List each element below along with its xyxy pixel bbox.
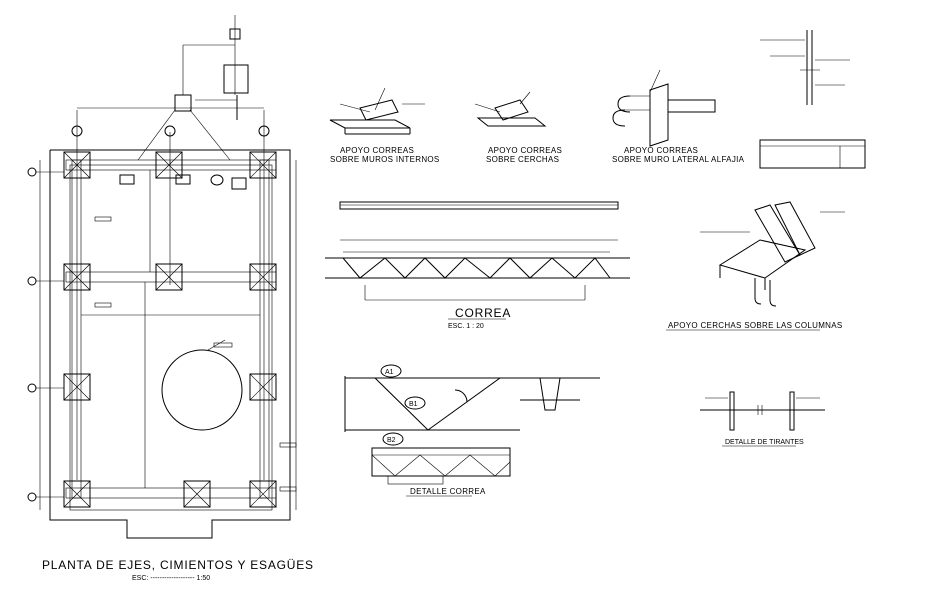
plan-title: PLANTA DE EJES, CIMIENTOS Y ESAGÜES	[42, 558, 314, 572]
detail-seccion	[759, 30, 866, 169]
septic-box	[223, 64, 249, 94]
detail-apoyo-lateral	[612, 69, 716, 147]
drain-lines	[76, 15, 265, 480]
label-apoyo-cerchas-1: APOYO CORREAS	[488, 146, 562, 155]
label-apoyo-internos-1: APOYO CORREAS	[340, 146, 414, 155]
label-correa: CORREA	[455, 306, 511, 320]
label-apoyo-cerchas-2: SOBRE CERCHAS	[486, 155, 559, 164]
marker-b1: B1	[409, 401, 418, 408]
detail-tirantes	[700, 391, 825, 431]
detail-apoyo-cerchas	[474, 91, 547, 127]
label-apoyo-lateral-2: SOBRE MURO LATERAL ALFAJIA	[612, 155, 745, 164]
label-detalle-correa: DETALLE CORREA	[410, 487, 486, 496]
inspection-box	[174, 94, 192, 112]
label-apoyo-columnas: APOYO CERCHAS SOBRE LAS COLUMNAS	[668, 321, 843, 330]
label-apoyo-lateral-1: APOYO CORREAS	[624, 146, 698, 155]
inner-frame	[69, 164, 273, 511]
label-correa-scale: ESC. 1 : 20	[448, 323, 484, 330]
detail-apoyo-columnas	[700, 201, 845, 307]
legend-table	[759, 139, 866, 169]
detail-correa	[325, 201, 630, 301]
plan-scale: ESC: ------------------- 1:50	[132, 575, 210, 582]
label-apoyo-internos-2: SOBRE MUROS INTERNOS	[330, 155, 440, 164]
marker-b2: B2	[387, 437, 396, 444]
floor-plan	[27, 15, 297, 539]
detail-apoyo-internos	[329, 87, 425, 135]
axis-bubbles	[27, 125, 270, 502]
label-detalle-tirantes: DETALLE DE TIRANTES	[725, 439, 804, 446]
cistern-grid	[161, 349, 243, 431]
outer-wall	[49, 149, 291, 539]
marker-a1: A1	[385, 369, 394, 376]
detail-correa-zoom	[344, 376, 600, 485]
correa-markers	[380, 364, 426, 446]
